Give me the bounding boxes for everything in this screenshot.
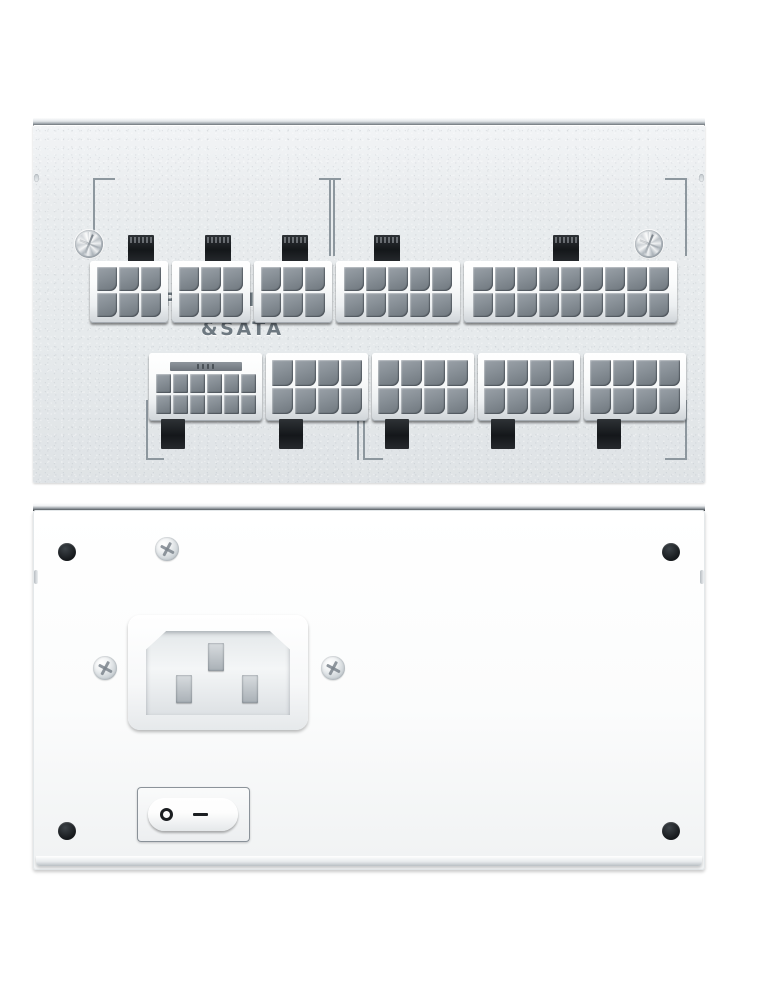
ac-blade-top — [208, 643, 224, 671]
rear-side-notch-right — [700, 570, 704, 584]
12v-signal-pin-strip — [169, 361, 242, 371]
12v-2x6-port[interactable] — [149, 353, 262, 421]
cpu-pcie-port-1[interactable] — [266, 353, 368, 421]
connector-latch-6 — [161, 419, 185, 449]
ac-inlet-cavity — [146, 631, 290, 715]
mounting-hole-bottom-left — [58, 822, 76, 840]
panel-side-dimple-left — [34, 174, 39, 182]
rear-screw-inlet-left — [93, 656, 117, 680]
rear-panel-top-lip — [33, 503, 705, 511]
power-rocker-switch[interactable] — [137, 787, 250, 842]
rear-screw-top — [155, 537, 179, 561]
panel-side-dimple-right — [699, 174, 704, 182]
connector-latch-1 — [128, 235, 154, 262]
connector-latch-5 — [553, 235, 579, 262]
cpu-pcie-port-3[interactable] — [478, 353, 580, 421]
mounting-hole-top-left — [58, 543, 76, 561]
ac-blade-right — [242, 675, 258, 703]
peripheral-sata-port-3[interactable] — [254, 261, 332, 323]
label-sata: &SATA — [201, 318, 284, 340]
atx-24pin-port-b[interactable] — [464, 261, 677, 323]
mounting-hole-bottom-right — [662, 822, 680, 840]
atx-24pin-port-a[interactable] — [336, 261, 460, 323]
panel-screw-left — [75, 230, 103, 258]
peripheral-sata-port-1[interactable] — [90, 261, 168, 323]
connector-latch-7 — [279, 419, 303, 449]
modular-panel-top-lip — [33, 118, 705, 126]
rear-panel-bottom-foot — [36, 856, 702, 866]
power-on-symbol-icon — [160, 808, 173, 821]
peripheral-sata-port-2[interactable] — [172, 261, 250, 323]
connector-latch-8 — [385, 419, 409, 449]
power-off-symbol-icon — [193, 813, 208, 816]
modular-connector-panel: PERIPHERAL &SATA 24PIN ATX 12V-2X6 CPU&6… — [33, 125, 705, 599]
connector-latch-4 — [374, 235, 400, 262]
ac-blade-left — [176, 675, 192, 703]
rear-screw-inlet-right — [321, 656, 345, 680]
connector-latch-10 — [597, 419, 621, 449]
mounting-hole-top-right — [662, 543, 680, 561]
connector-latch-9 — [491, 419, 515, 449]
iec-c14-ac-inlet[interactable] — [128, 615, 308, 730]
panel-screw-right — [635, 230, 663, 258]
cpu-pcie-port-2[interactable] — [372, 353, 474, 421]
rocker-paddle[interactable] — [148, 798, 238, 831]
rear-side-notch-left — [34, 570, 38, 584]
rear-io-panel: WARRANTY VOID IF STICKER BROKEN — [33, 510, 705, 870]
connector-latch-3 — [282, 235, 308, 262]
connector-latch-2 — [205, 235, 231, 262]
cpu-pcie-port-4[interactable] — [584, 353, 686, 421]
